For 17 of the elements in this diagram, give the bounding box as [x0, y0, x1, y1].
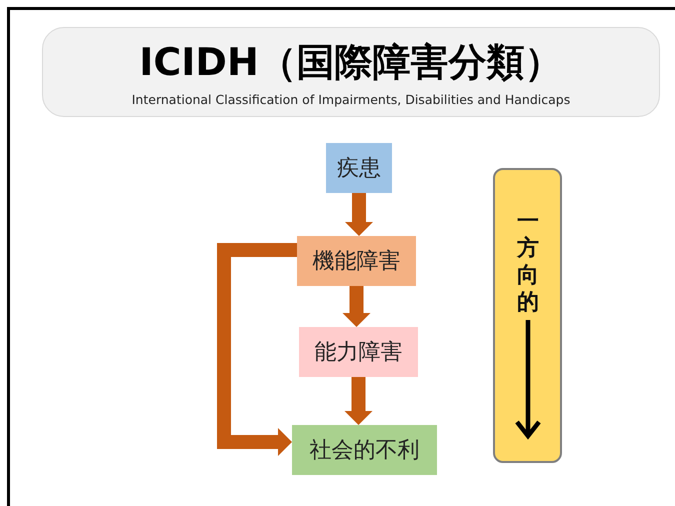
arrow	[217, 243, 297, 456]
box-label: 疾患	[337, 155, 381, 183]
direction-panel	[493, 168, 562, 463]
vertical-label: 一方向的	[516, 208, 540, 316]
process-box	[292, 425, 437, 475]
title-banner	[42, 27, 660, 117]
box-label: 能力障害	[314, 339, 402, 367]
arrow	[342, 286, 370, 327]
process-box	[299, 327, 418, 377]
process-box	[326, 143, 392, 193]
arrow	[345, 193, 373, 236]
box-label: 社会的不利	[310, 437, 420, 465]
process-box	[297, 236, 416, 286]
arrow	[344, 377, 372, 425]
box-label: 機能障害	[312, 248, 400, 276]
title: ICIDH（国際障害分類）	[139, 38, 563, 86]
subtitle: International Classification of Impairments, Disabilities and Handicaps	[132, 92, 570, 106]
